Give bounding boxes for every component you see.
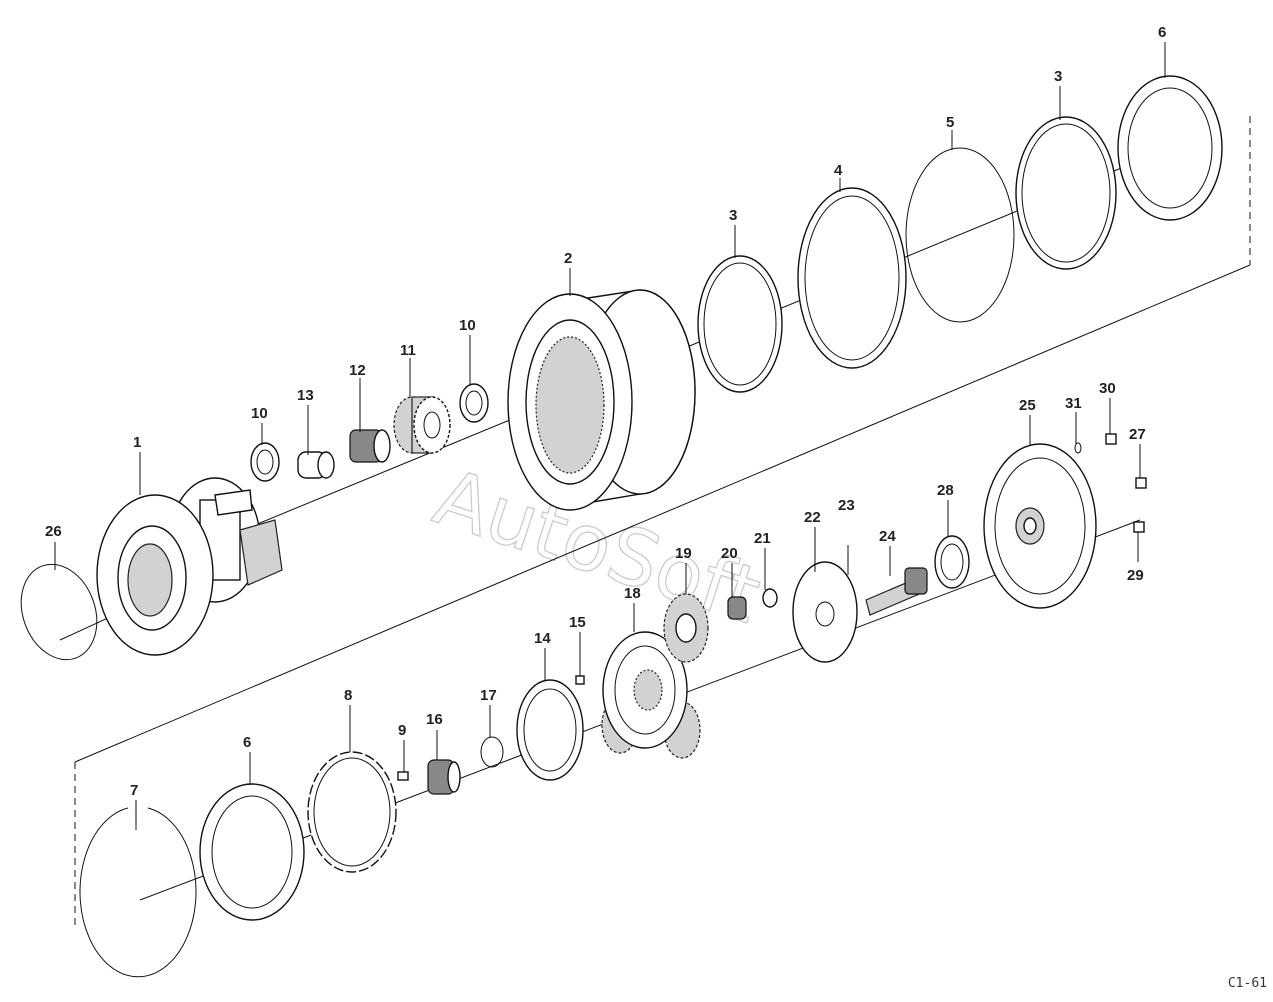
part-12-needle-bearing (349, 429, 391, 463)
part-22-thrust-plate (792, 561, 858, 663)
part-5-o-ring (905, 147, 1015, 323)
part-4-ring (797, 187, 907, 369)
callout-25: 25 (1019, 397, 1036, 414)
part-17-thrust-washer (480, 736, 504, 768)
part-26-o-ring (20, 563, 98, 661)
part-28-washer (934, 535, 970, 589)
callout-15: 15 (569, 614, 586, 631)
part-30-plug (1105, 433, 1117, 445)
callout-7: 7 (130, 782, 138, 799)
part-16-sun-gear (427, 759, 461, 795)
callout-16: 16 (426, 711, 443, 728)
part-3-seal (697, 255, 783, 393)
callout-28: 28 (937, 482, 954, 499)
break-frame (74, 116, 1251, 930)
callout-26: 26 (45, 523, 62, 540)
part-6-face-seal (199, 783, 305, 921)
callout-30: 30 (1099, 380, 1116, 397)
callout-11: 11 (400, 342, 416, 359)
callout-20: 20 (721, 545, 738, 562)
callout-10: 10 (251, 405, 268, 422)
part-7-snap-ring (79, 807, 197, 978)
part-9-pin (397, 771, 409, 781)
part-25-cover (983, 443, 1097, 609)
callout-29: 29 (1127, 567, 1144, 584)
callout-6: 6 (1158, 24, 1166, 41)
part-11-gear (393, 396, 451, 454)
callout-24: 24 (879, 528, 896, 545)
callout-5: 5 (946, 114, 954, 131)
part-14-cover-plate (516, 679, 584, 781)
figure-code: C1-61 (1227, 976, 1267, 991)
callout-14: 14 (534, 630, 551, 647)
callout-8: 8 (344, 687, 352, 704)
part-21-spacer (762, 588, 778, 608)
callout-1: 1 (133, 434, 141, 451)
part-15-screw (575, 675, 585, 685)
part-8-lock-ring (307, 751, 397, 873)
callout-17: 17 (480, 687, 497, 704)
callout-3: 3 (729, 207, 737, 224)
leader-lines (54, 42, 1166, 830)
callout-12: 12 (349, 362, 366, 379)
callout-6: 6 (243, 734, 251, 751)
part-13-bushing (297, 451, 335, 479)
part-27-plug (1135, 477, 1147, 489)
part-10-washer (250, 442, 280, 482)
callout-27: 27 (1129, 426, 1146, 443)
callout-13: 13 (297, 387, 314, 404)
callout-19: 19 (675, 545, 692, 562)
callout-9: 9 (398, 722, 406, 739)
callout-21: 21 (754, 530, 771, 547)
callout-labels: 1 2 3 3 4 5 6 6 7 8 9 10 10 11 12 13 14 … (45, 24, 1166, 799)
callout-18: 18 (624, 585, 641, 602)
callout-23: 23 (838, 497, 855, 514)
part-10-washer (459, 383, 489, 423)
callout-2: 2 (564, 250, 572, 267)
part-24-input-shaft (865, 567, 928, 616)
part-29-plug (1133, 521, 1145, 533)
part-18-planet-carrier (601, 631, 701, 759)
callout-4: 4 (834, 162, 843, 179)
callout-22: 22 (804, 509, 821, 526)
callout-3: 3 (1054, 68, 1062, 85)
part-1-hub-housing (96, 477, 283, 656)
part-6-face-seal (1117, 75, 1223, 221)
part-19-planet-gear (663, 593, 709, 663)
part-3-seal (1015, 116, 1117, 270)
part-31-seal-ring (1074, 442, 1082, 454)
part-20-needle-bearing (727, 596, 747, 620)
callout-10: 10 (459, 317, 476, 334)
callout-31: 31 (1065, 395, 1082, 412)
part-2-ring-gear-housing (507, 289, 696, 511)
